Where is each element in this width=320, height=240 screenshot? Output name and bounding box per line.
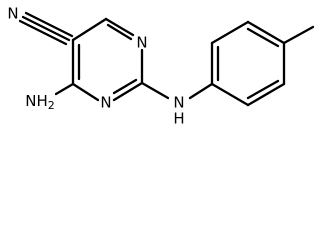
bond-c2-nh bbox=[140, 81, 170, 100]
ring-bond-c6-n1 bbox=[104, 17, 135, 37]
nitrile-triple-bond-a bbox=[21, 15, 71, 42]
nitrile-nitrogen-label: N bbox=[7, 5, 18, 23]
bond-nh-aryl bbox=[188, 82, 214, 100]
aryl-bond-3 bbox=[246, 20, 286, 45]
aryl-bond-6 bbox=[210, 82, 250, 107]
ring-bond-n3-c4 bbox=[71, 82, 100, 102]
aryl-bond-2 bbox=[210, 20, 250, 45]
amino-group-label: NH2 bbox=[25, 92, 55, 113]
amino-nh-label: NH bbox=[25, 92, 48, 110]
amine-hydrogen-label: H bbox=[173, 110, 184, 127]
nitrile-triple-bond-b bbox=[18, 19, 68, 46]
atom-labels: N N N N H NH2 bbox=[7, 5, 184, 127]
tolyl-ring bbox=[210, 20, 286, 107]
ring-bond-c6-n1-inner bbox=[106, 23, 133, 41]
ring-nitrogen-top-label: N bbox=[136, 34, 147, 52]
nitrile-triple-bond-c bbox=[24, 11, 74, 38]
structure-diagram: N N N N H NH2 bbox=[7, 5, 315, 127]
aryl-bond-5 bbox=[246, 82, 286, 107]
ring-bond-c5-c6 bbox=[71, 17, 108, 42]
molecule-canvas: N N N N H NH2 bbox=[7, 5, 315, 127]
bond-methyl bbox=[282, 25, 315, 45]
amino-subscript-label: 2 bbox=[48, 99, 55, 112]
amine-nitrogen-label: N bbox=[173, 94, 184, 112]
ring-bond-c2-n3 bbox=[112, 81, 144, 102]
aryl-bond-5-inner bbox=[246, 79, 280, 100]
aryl-bond-3-inner bbox=[246, 27, 280, 48]
pyrimidine-ring bbox=[71, 17, 144, 102]
nitrile-group bbox=[18, 11, 74, 46]
ring-nitrogen-bottom-label: N bbox=[100, 94, 111, 112]
bond-c4-amino bbox=[54, 82, 75, 96]
ring-bond-c2-n3-inner bbox=[112, 78, 138, 95]
